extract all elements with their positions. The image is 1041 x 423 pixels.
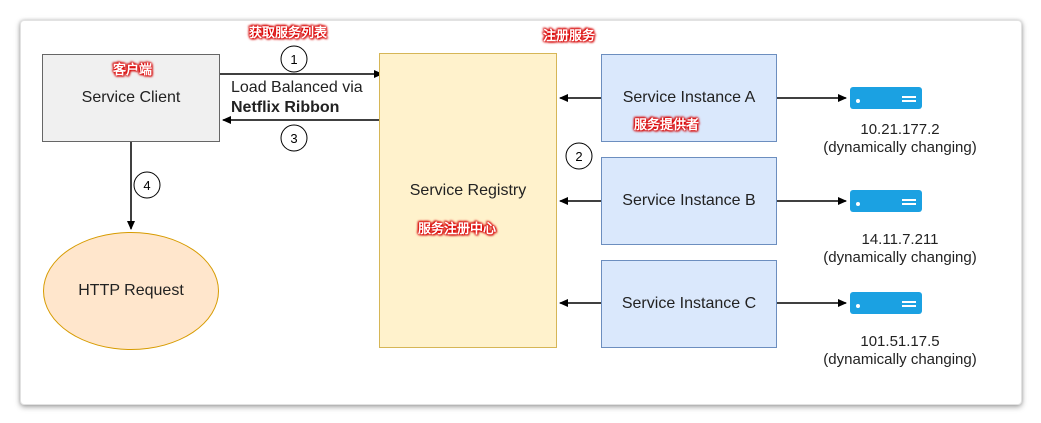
tag-register-service: 注册服务 (543, 28, 596, 43)
netflix-ribbon-text: Netflix Ribbon (231, 99, 340, 116)
server-c-ip: 101.51.17.5 (860, 333, 940, 350)
server-icon (850, 292, 922, 314)
step-2-circle (565, 142, 593, 170)
tag-provider: 服务提供者 (634, 117, 700, 132)
server-b-ip: 14.11.7.211 (861, 231, 939, 248)
server-icon (850, 190, 922, 212)
step-4-label: 4 (143, 178, 150, 193)
tag-registry: 服务注册中心 (418, 221, 497, 236)
load-balanced-text: Load Balanced via (231, 79, 363, 96)
server-c-caption: 101.51.17.5 (dynamically changing) (800, 333, 1000, 369)
service-instance-c-box[interactable]: Service Instance C (601, 260, 777, 348)
service-client-label: Service Client (81, 89, 181, 106)
server-a-caption: 10.21.177.2 (dynamically changing) (800, 121, 1000, 157)
service-instance-a-box[interactable]: Service Instance A (601, 54, 777, 142)
tag-client: 客户端 (113, 62, 153, 77)
service-instance-b-box[interactable]: Service Instance B (601, 157, 777, 245)
step-2-label: 2 (575, 149, 582, 164)
server-c-note: (dynamically changing) (823, 351, 977, 368)
service-client-box[interactable]: Service Client (42, 54, 220, 142)
step-3-circle (280, 124, 308, 152)
service-instance-c-label: Service Instance C (621, 295, 757, 312)
server-icon (850, 87, 922, 109)
http-request-ellipse[interactable]: HTTP Request (43, 232, 219, 350)
service-registry-box[interactable]: Service Registry (379, 53, 557, 348)
http-request-label: HTTP Request (78, 282, 184, 299)
server-b-caption: 14.11.7.211 (dynamically changing) (800, 231, 1000, 267)
service-registry-label: Service Registry (409, 181, 527, 199)
server-a-ip: 10.21.177.2 (860, 121, 940, 138)
server-a-note: (dynamically changing) (823, 139, 977, 156)
step-1-label: 1 (290, 52, 297, 67)
tag-get-service-list: 获取服务列表 (249, 25, 328, 40)
service-instance-a-label: Service Instance A (622, 89, 756, 106)
step-3-label: 3 (290, 131, 297, 146)
step-1-circle (280, 45, 308, 73)
service-instance-b-label: Service Instance B (622, 192, 756, 209)
server-b-note: (dynamically changing) (823, 249, 977, 266)
step-4-circle (133, 171, 161, 199)
